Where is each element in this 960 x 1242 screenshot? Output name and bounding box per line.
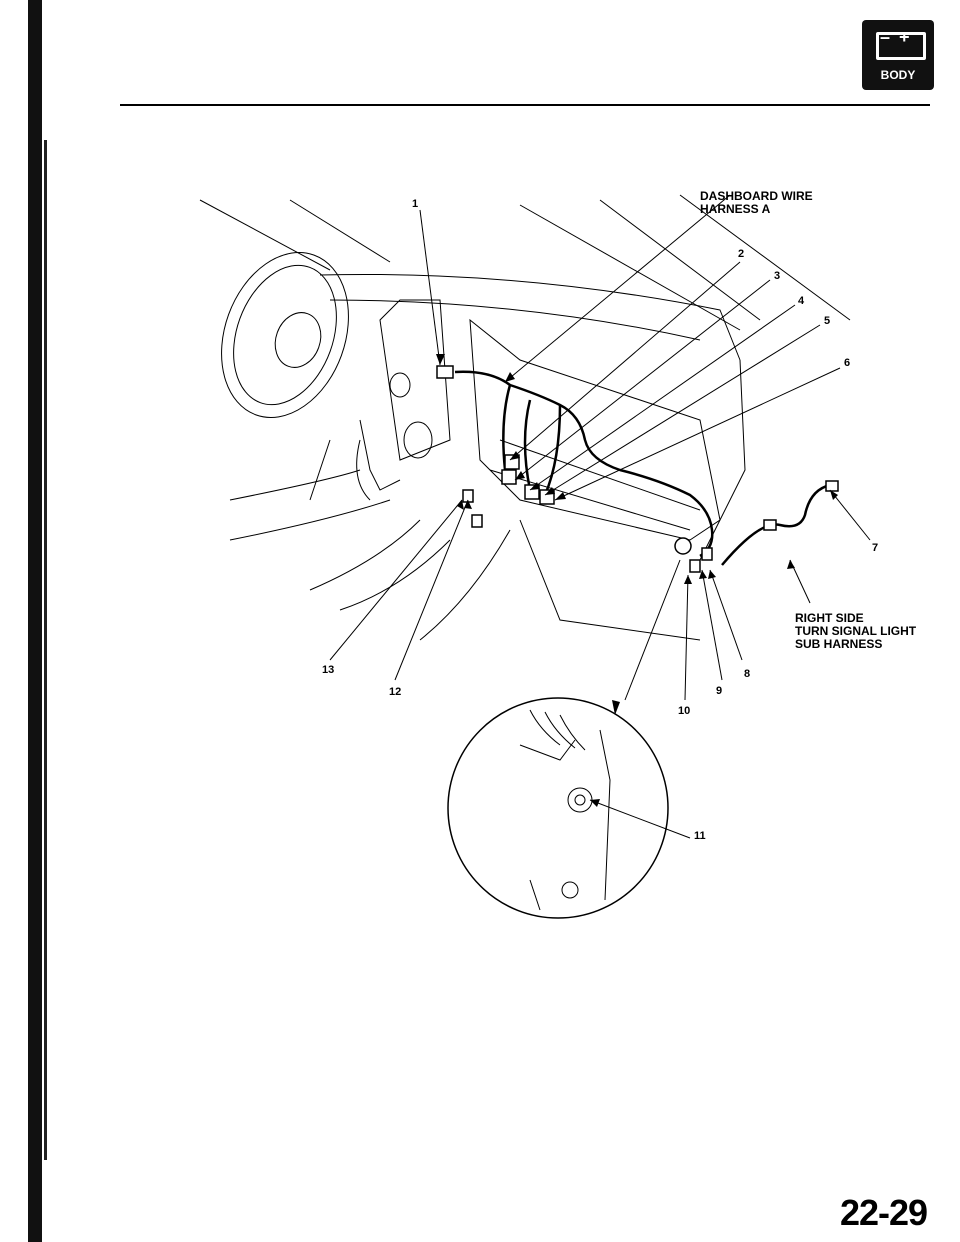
callout-7: 7 [872,542,879,554]
callout-13: 13 [322,664,335,676]
callout-3: 3 [774,270,781,282]
callout-6: 6 [844,357,851,369]
binding-strip [28,0,42,1242]
badge-plus: + [899,27,910,47]
turn-signal-harness [721,483,831,566]
page-number: 22-29 [840,1192,928,1233]
detail-magnifier [447,697,669,919]
ground-bolt [567,787,593,813]
callout-12: 12 [389,686,402,698]
steering-wheel [221,252,349,418]
leader-1 [419,209,441,366]
battery-icon [876,32,926,60]
windshield-edge [199,199,331,271]
leader-11 [589,799,691,839]
badge-minus: – [880,27,891,47]
badge-text: BODY [880,68,916,82]
dash-right-edge [699,359,746,561]
header-rule [120,104,930,106]
callout-1: 1 [412,198,419,210]
glove-box [469,318,721,541]
callout-11: 11 [694,830,706,842]
callout-10: 10 [678,705,691,717]
binding-line [44,140,47,1160]
turn-signal-harness-label: RIGHT SIDE TURN SIGNAL LIGHT SUB HARNESS [795,611,917,651]
callout-4: 4 [798,295,805,307]
connector-1 [436,365,454,379]
dashboard-harness-label: DASHBOARD WIRE HARNESS A [700,189,813,216]
dashboard-harness [454,370,714,558]
callout-8: 8 [744,668,751,680]
callout-2: 2 [738,248,745,260]
dash-top [319,273,741,361]
callout-9: 9 [716,685,723,697]
callout-5: 5 [824,315,831,327]
body-section-badge: – + BODY [862,20,934,90]
leader-dashboard [504,194,731,383]
